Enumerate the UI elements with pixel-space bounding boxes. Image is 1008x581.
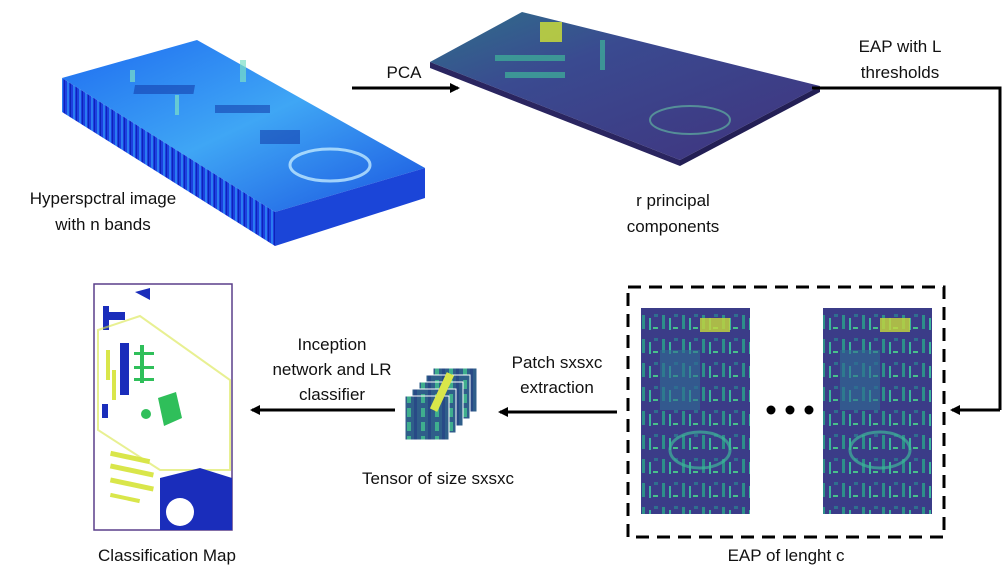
hyperspectral-label-line1: Hyperspctral image	[29, 189, 177, 208]
principal-components-slab	[430, 12, 820, 166]
principal-components-label-line1: r principal	[636, 191, 710, 210]
inception-label-line1: Inception	[297, 335, 367, 354]
eap-length-label: EAP of lenght c	[727, 546, 845, 565]
eap-thresholds-label-line2: thresholds	[860, 63, 940, 82]
inception-label-line3: classifier	[298, 385, 366, 404]
pca-label: PCA	[386, 63, 422, 82]
tensor-stack	[404, 367, 478, 441]
eap-thresholds-label-line1: EAP with L	[858, 37, 942, 56]
hyperspectral-cube	[62, 40, 425, 246]
patch-extraction-label-line1: Patch sxsxc	[511, 353, 603, 372]
eap-connector-arrow	[812, 86, 1002, 415]
patch-extraction-label-line2: extraction	[520, 378, 594, 397]
eap-image-first	[641, 308, 750, 514]
tensor-label: Tensor of size sxsxc	[361, 469, 515, 488]
classification-map-label: Classification Map	[98, 546, 236, 565]
ellipsis-dots	[766, 405, 814, 415]
principal-components-label-line2: components	[626, 217, 720, 236]
hyperspectral-label-line2: with n bands	[55, 215, 151, 234]
classification-map	[93, 283, 233, 531]
inception-label-line2: network and LR	[272, 360, 392, 379]
eap-dashed-box	[626, 285, 946, 539]
eap-image-last	[823, 308, 932, 514]
